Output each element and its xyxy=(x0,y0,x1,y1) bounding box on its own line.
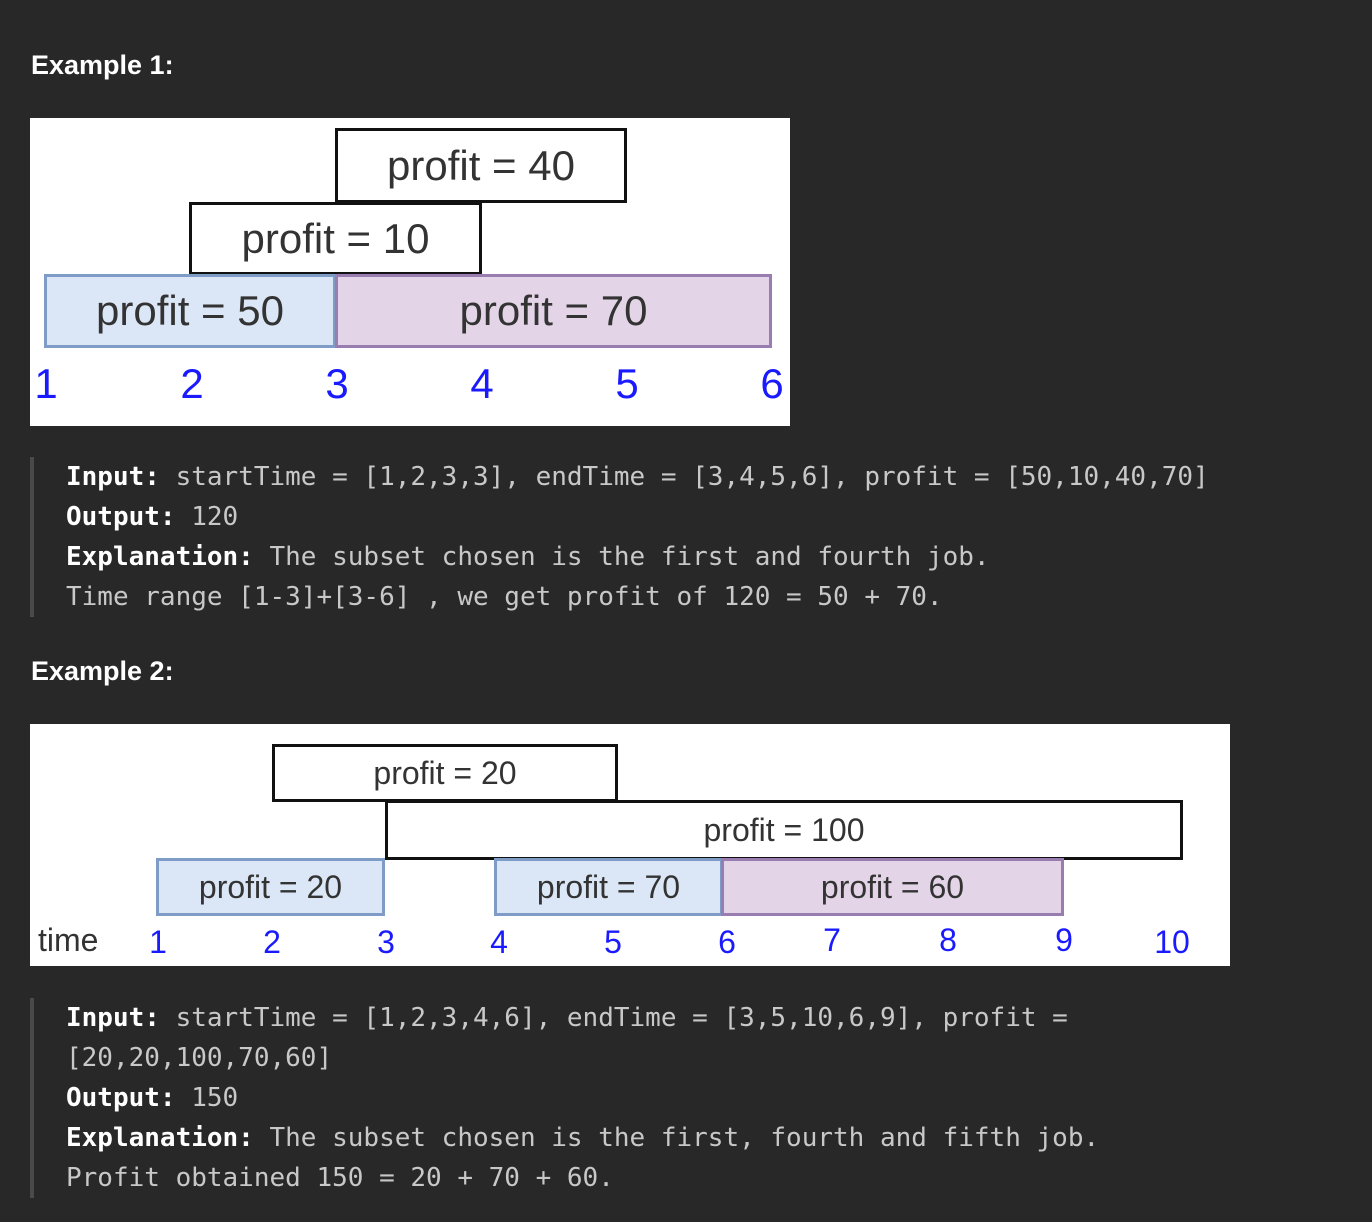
time-tick: 1 xyxy=(34,360,58,407)
time-tick: 5 xyxy=(604,924,622,960)
job-box-profit-20: profit = 20 xyxy=(156,858,385,916)
example-2-code-block: Input: startTime = [1,2,3,4,6], endTime … xyxy=(30,998,1350,1198)
job-box-profit-100: profit = 100 xyxy=(385,800,1183,860)
time-tick: 5 xyxy=(615,360,639,407)
explanation-line: Explanation: The subset chosen is the fi… xyxy=(66,537,1350,577)
time-tick: 4 xyxy=(490,924,508,960)
explanation-value: The subset chosen is the first, fourth a… xyxy=(253,1123,1100,1153)
example-1-code-block: Input: startTime = [1,2,3,3], endTime = … xyxy=(30,457,1350,617)
input-value: startTime = [1,2,3,4,6], endTime = [3,5,… xyxy=(159,1003,1068,1033)
explanation-value: The subset chosen is the first and fourt… xyxy=(253,542,990,572)
explanation-line-2: Time range [1-3]+[3-6] , we get profit o… xyxy=(66,582,943,612)
time-tick: 2 xyxy=(180,360,204,407)
explanation-key: Explanation: xyxy=(66,1123,254,1153)
input-line: Input: startTime = [1,2,3,3], endTime = … xyxy=(66,457,1350,497)
time-tick: 4 xyxy=(470,360,494,407)
time-tick: 8 xyxy=(939,922,957,958)
output-value: 120 xyxy=(175,502,239,532)
job-box-profit-70: profit = 70 xyxy=(494,858,723,916)
input-line-2: [20,20,100,70,60] xyxy=(66,1043,333,1073)
example-1-figure: profit = 40 profit = 10 profit = 50 prof… xyxy=(30,118,790,426)
output-line: Output: 120 xyxy=(66,497,1350,537)
job-box-profit-10: profit = 10 xyxy=(189,202,482,275)
explanation-key: Explanation: xyxy=(66,542,254,572)
time-tick: 6 xyxy=(760,360,784,407)
time-axis-label: time xyxy=(38,922,99,958)
input-key: Input: xyxy=(66,462,160,492)
time-tick: 6 xyxy=(718,924,736,960)
output-line: Output: 150 xyxy=(66,1078,1350,1118)
example-2-figure: profit = 20 profit = 100 profit = 20 pro… xyxy=(30,724,1230,966)
time-tick: 3 xyxy=(377,924,395,960)
time-tick: 1 xyxy=(149,924,167,960)
input-line: Input: startTime = [1,2,3,4,6], endTime … xyxy=(66,998,1350,1038)
explanation-line: Explanation: The subset chosen is the fi… xyxy=(66,1118,1350,1158)
job-box-profit-40: profit = 40 xyxy=(335,128,627,203)
output-key: Output: xyxy=(66,502,176,532)
job-box-profit-70: profit = 70 xyxy=(335,274,772,348)
example-1-heading: Example 1: xyxy=(31,50,174,80)
input-value: startTime = [1,2,3,3], endTime = [3,4,5,… xyxy=(159,462,1209,492)
time-tick: 10 xyxy=(1154,924,1190,960)
job-box-profit-50: profit = 50 xyxy=(44,274,336,348)
output-key: Output: xyxy=(66,1083,176,1113)
explanation-line-2: Profit obtained 150 = 20 + 70 + 60. xyxy=(66,1163,614,1193)
time-tick: 9 xyxy=(1055,922,1073,958)
job-box-profit-20-top: profit = 20 xyxy=(272,744,618,802)
time-tick: 7 xyxy=(823,922,841,958)
input-key: Input: xyxy=(66,1003,160,1033)
job-box-profit-60: profit = 60 xyxy=(721,858,1064,916)
time-tick: 3 xyxy=(325,360,349,407)
output-value: 150 xyxy=(175,1083,239,1113)
example-2-heading: Example 2: xyxy=(31,656,174,686)
time-tick: 2 xyxy=(263,924,281,960)
